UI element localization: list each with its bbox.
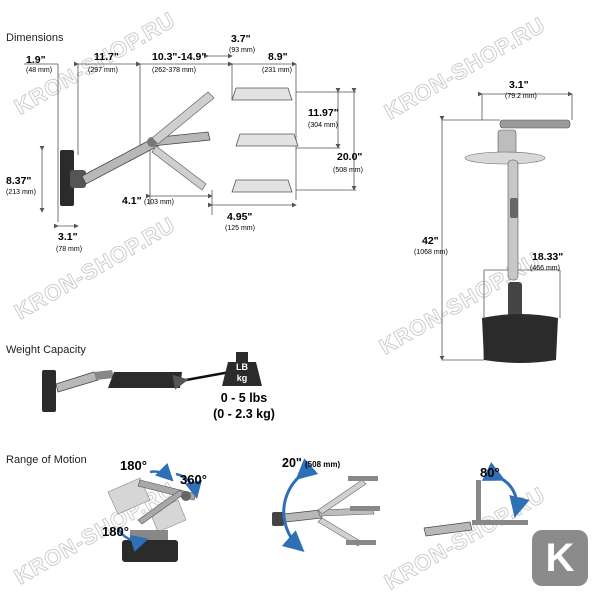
lift-arrow-icon xyxy=(281,458,319,552)
tilt-arrow-icon xyxy=(481,461,530,518)
dim-4-value: 3.7" xyxy=(231,33,251,45)
rotation-180-top-label: 180° xyxy=(120,458,147,473)
dim-12-value: 3.1" xyxy=(509,79,529,91)
dim-1-value: 1.9" xyxy=(26,54,46,66)
rotation-360-label: 360° xyxy=(180,472,207,487)
watermark-text-2: KRON-SHOP.RU xyxy=(380,12,550,124)
dim-9-metric: (103 mm) xyxy=(144,199,174,206)
dim-10-value: 4.95" xyxy=(227,211,252,223)
rotation-180-bottom-label: 180° xyxy=(102,524,129,539)
dimensions-heading: Dimensions xyxy=(6,32,64,44)
weight-range-kg: (0 - 2.3 kg) xyxy=(213,407,275,421)
front-view-arm xyxy=(464,119,571,363)
dim-13-value: 42" xyxy=(422,235,439,247)
rotate-arrow-top-icon xyxy=(149,462,174,482)
tilt-drawing xyxy=(423,461,530,537)
dim-11-value: 3.1" xyxy=(58,231,78,243)
dim-3-metric: (262-378 mm) xyxy=(152,67,196,74)
dim-3-value: 10.3"-14.9" xyxy=(152,51,206,63)
dim-14-metric: (466 mm) xyxy=(530,265,560,272)
dim-2-value: 11.7" xyxy=(94,51,119,63)
weight-capacity-heading: Weight Capacity xyxy=(6,344,86,356)
tilt-angle-label: 80° xyxy=(480,465,500,480)
dim-13-metric: (1068 mm) xyxy=(414,249,448,256)
dim-6-value: 11.97" xyxy=(308,107,339,119)
dim-5-value: 8.9" xyxy=(268,51,288,63)
rotation-drawing xyxy=(107,462,202,562)
dim-14-value: 18.33" xyxy=(532,251,563,263)
rotate-arrow-360-icon xyxy=(175,472,202,499)
lift-drawing xyxy=(272,458,380,552)
side-view-drawing xyxy=(24,53,357,229)
side-view-arm xyxy=(60,87,299,206)
dim-9-value: 4.1" xyxy=(122,195,142,207)
lift-range-value: 20" xyxy=(282,456,302,470)
dim-12-metric: (79.2 mm) xyxy=(505,93,537,100)
watermark-text-6: KRON-SHOP.RU xyxy=(380,482,550,594)
dim-7-value: 20.0" xyxy=(337,151,362,163)
weight-badge-lb: LB xyxy=(236,362,248,372)
watermark-text-3: KRON-SHOP.RU xyxy=(10,212,180,324)
dim-1-metric: (48 mm) xyxy=(26,67,52,74)
dim-7-metric: (508 mm) xyxy=(333,167,363,174)
dim-5-metric: (231 mm) xyxy=(262,67,292,74)
weight-arm-drawing xyxy=(42,370,231,412)
dim-8-value: 8.37" xyxy=(6,175,31,187)
weight-range-lbs: 0 - 5 lbs xyxy=(221,391,268,405)
weight-badge-kg: kg xyxy=(237,373,248,383)
dim-10-metric: (125 mm) xyxy=(225,225,255,232)
lift-range-metric: (508 mm) xyxy=(305,460,340,469)
shop-logo: K xyxy=(532,530,588,586)
dim-2-metric: (297 mm) xyxy=(88,67,118,74)
rotate-arrow-bottom-icon xyxy=(116,527,149,552)
dim-8-metric: (213 mm) xyxy=(6,189,36,196)
range-of-motion-heading: Range of Motion xyxy=(6,454,87,466)
dim-6-metric: (304 mm) xyxy=(308,122,338,129)
dim-11-metric: (78 mm) xyxy=(56,246,82,253)
weight-badge-icon: LB kg xyxy=(222,352,262,386)
shop-logo-letter: K xyxy=(545,536,575,580)
dim-4-metric: (93 mm) xyxy=(229,47,255,54)
